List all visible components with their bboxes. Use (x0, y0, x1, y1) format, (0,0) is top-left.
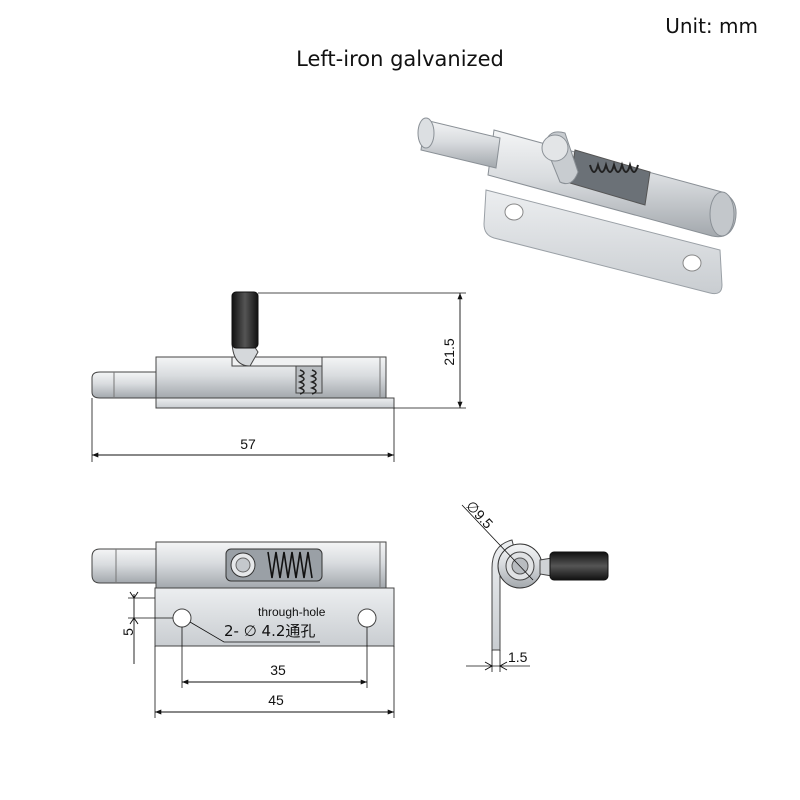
dim-plate-width-text: 45 (268, 692, 284, 708)
end-knob (549, 551, 609, 581)
front-view: through-hole 2- ∅ 4.2通孔 5 35 45 (91, 541, 395, 718)
front-hole-left (172, 608, 192, 628)
dim-thickness-text: 1.5 (508, 649, 528, 665)
product-photo (417, 117, 737, 295)
side-knob (231, 291, 259, 349)
front-pin (91, 548, 157, 584)
side-view: 21.5 57 (91, 291, 466, 462)
dim-diameter-line (461, 504, 534, 581)
dim-offset-text: 5 (120, 628, 136, 636)
photo-hole-right (682, 254, 702, 272)
front-plate (154, 587, 395, 647)
dim-height-text: 21.5 (441, 338, 457, 365)
photo-hole-left (504, 203, 524, 221)
unit-label: Unit: mm (665, 14, 758, 38)
side-plate (155, 397, 395, 409)
end-view: ∅9.5 1.5 (461, 498, 609, 672)
dim-width-text: 57 (240, 436, 256, 452)
dim-diameter-text: ∅9.5 (463, 498, 496, 532)
dim-spacing-text: 35 (270, 662, 286, 678)
hole-leader (189, 621, 320, 643)
front-spring (267, 551, 313, 579)
hole-spec: 2- ∅ 4.2通孔 (224, 622, 315, 640)
side-pin (91, 371, 157, 399)
front-hole-right (357, 608, 377, 628)
hole-label: through-hole (258, 605, 326, 619)
photo-spring (589, 161, 639, 173)
drawing-title: Left-iron galvanized (296, 47, 504, 71)
photo-plate (483, 189, 723, 295)
